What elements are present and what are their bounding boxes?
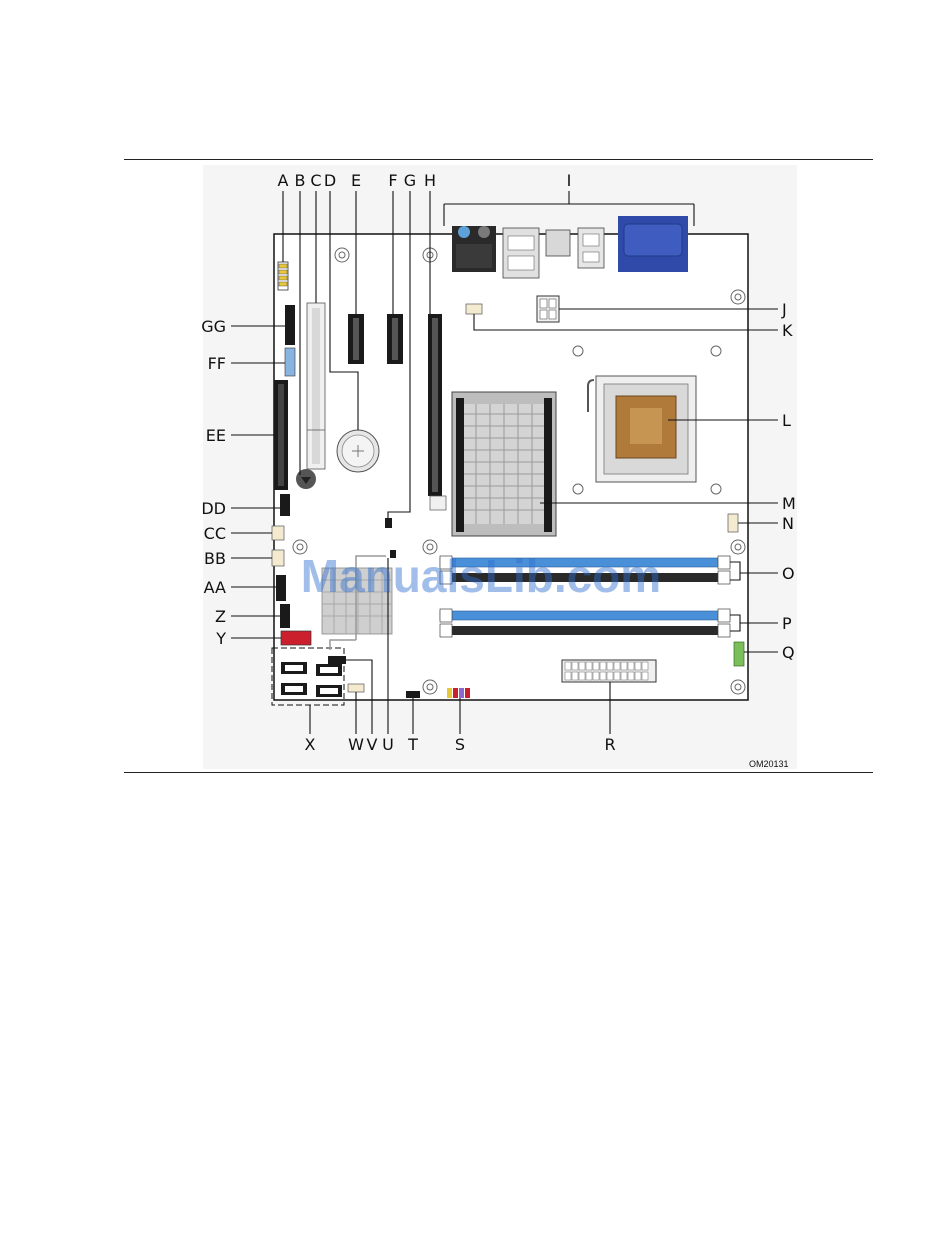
speaker-b (296, 469, 316, 489)
header-aa (276, 575, 286, 601)
label-ee: EE (206, 426, 226, 445)
label-w: W (348, 735, 364, 754)
cpu-socket-l (588, 376, 696, 482)
watermark: ManualsLib.com (301, 550, 661, 602)
label-b: B (295, 171, 306, 190)
header-cc (272, 526, 284, 540)
jumper-t (406, 691, 420, 698)
power-connector-j (537, 296, 559, 322)
sata-y-red (281, 631, 311, 645)
label-q: Q (782, 643, 795, 662)
header-z (280, 604, 290, 628)
label-dd: DD (201, 499, 226, 518)
label-j: J (781, 300, 787, 319)
label-aa: AA (204, 578, 226, 597)
header-ff-usb (285, 348, 295, 376)
label-l: L (782, 411, 791, 430)
label-g: G (404, 171, 416, 190)
label-f: F (388, 171, 397, 190)
label-ff: FF (208, 354, 226, 373)
pci-slot-c (307, 303, 325, 469)
label-e: E (351, 171, 361, 190)
jumper-g (385, 518, 392, 528)
label-i: I (567, 171, 572, 190)
label-gg: GG (201, 317, 226, 336)
label-h: H (424, 171, 436, 190)
label-m: M (782, 494, 796, 513)
pcie-x1-slot-f (387, 314, 403, 364)
label-u: U (382, 735, 394, 754)
label-s: S (455, 735, 465, 754)
label-n: N (782, 514, 794, 533)
fan-header-n (728, 514, 738, 532)
pcie-x1-slot-e (348, 314, 364, 364)
ide-connector-ee (274, 380, 288, 490)
chipset-heatsink-m (452, 392, 556, 536)
label-cc: CC (204, 524, 226, 543)
label-p: P (782, 614, 792, 633)
header-q-green (734, 642, 744, 666)
battery-d (337, 430, 379, 472)
label-x: X (305, 735, 316, 754)
header-gg (285, 305, 295, 345)
label-z: Z (215, 607, 226, 626)
fan-header-w (348, 684, 364, 692)
label-v: V (367, 735, 378, 754)
label-a: A (278, 171, 289, 190)
atx-power-connector-r (562, 660, 656, 682)
header-bb (272, 550, 284, 566)
header-dd (280, 494, 290, 516)
label-k: K (782, 321, 793, 340)
figure-code: OM20131 (749, 759, 789, 769)
label-c: C (310, 171, 321, 190)
fan-header-k (466, 304, 482, 314)
label-y: Y (215, 629, 226, 648)
label-t: T (407, 735, 418, 754)
label-d: D (324, 171, 336, 190)
label-o: O (782, 564, 795, 583)
jumper-v (328, 656, 346, 664)
label-bb: BB (204, 549, 226, 568)
label-r: R (604, 735, 615, 754)
header-a-yellow (278, 262, 288, 290)
